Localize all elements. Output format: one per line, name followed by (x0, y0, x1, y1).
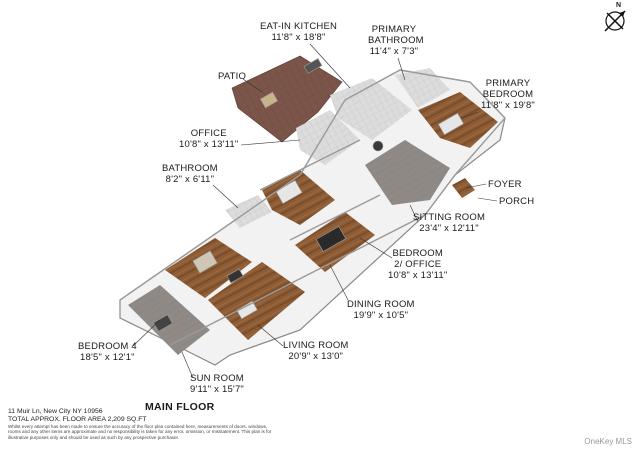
room-label-sitting-room: SITTING ROOM 23'4" x 12'11" (413, 212, 486, 234)
room-label-foyer: FOYER (488, 179, 522, 190)
room-label-bedroom-4: BEDROOM 4 18'5" x 12'1" (78, 341, 137, 363)
property-address: 11 Muir Ln, New City NY 10956 (8, 408, 103, 415)
footer-info: 11 Muir Ln, New City NY 10956 TOTAL APPR… (8, 408, 278, 440)
room-label-dining-room: DINING ROOM 19'9" x 10'5" (347, 299, 415, 321)
room-label-porch: PORCH (499, 196, 535, 207)
compass: N (600, 2, 636, 38)
room-label-eat-in-kitchen: EAT-IN KITCHEN 11'8" x 18'8" (260, 21, 338, 43)
primary-bathroom-floor (395, 68, 450, 108)
sitting-room-floor (365, 140, 450, 205)
floor-title: MAIN FLOOR (145, 401, 215, 413)
patio-floor (231, 55, 343, 143)
kitchen-floor (330, 78, 412, 140)
foyer-floor (452, 178, 475, 198)
room-label-bedroom-2-office: BEDROOM 2/ OFFICE 10'8" x 13'11" (388, 248, 448, 281)
room-label-sun-room: SUN ROOM 9'11" x 15'7" (190, 373, 244, 395)
furniture (153, 58, 464, 332)
compass-icon (604, 10, 626, 32)
room-label-primary-bedroom: PRIMARY BEDROOM 11'8" x 19'8" (481, 78, 535, 111)
credit-watermark: OneKey MLS (584, 437, 632, 446)
room-label-bathroom: BATHROOM 8'2" x 6'11" (162, 163, 218, 185)
room-label-living-room: LIVING ROOM 20'9" x 13'0" (283, 340, 349, 362)
label-leaders (132, 43, 498, 379)
bedroom2-floor (262, 170, 335, 225)
room-label-patio: PATIO (218, 71, 247, 82)
room-label-office: OFFICE 10'8" x 13'11" (179, 128, 239, 150)
room-label-primary-bathroom: PRIMARY BATHROOM 11'4" x 7'3" (368, 24, 424, 57)
primary-bathroom-name: PRIMARY BATHROOM (368, 24, 424, 46)
compass-north-label: N (616, 2, 622, 9)
office-floor (296, 110, 360, 165)
total-floor-area: TOTAL APPROX. FLOOR AREA 2,209 SQ.FT (8, 416, 147, 423)
disclaimer-text: Whilst every attempt has been made to en… (8, 424, 272, 440)
walls (119, 69, 506, 346)
